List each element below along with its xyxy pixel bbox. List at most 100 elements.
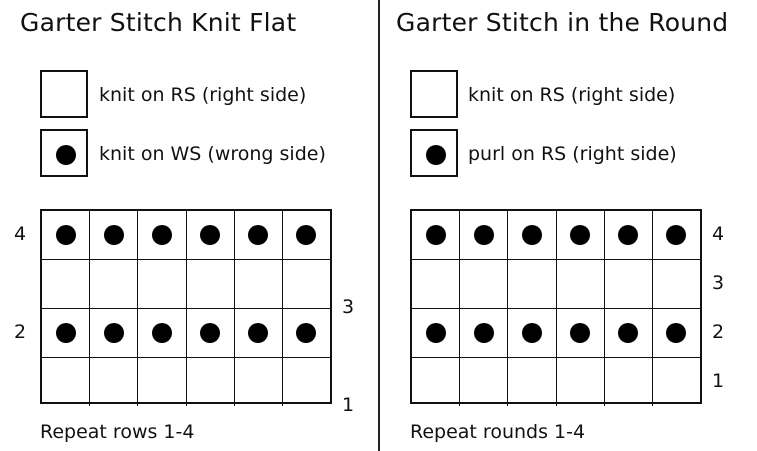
chart-cell-dot	[507, 211, 555, 259]
chart-cell-dot	[603, 309, 652, 357]
chart-cell-empty	[42, 260, 89, 308]
chart-cell-dot	[233, 309, 282, 357]
dot-icon	[425, 323, 446, 343]
row-number: 2	[711, 321, 725, 343]
chart-cell-empty	[555, 260, 604, 308]
legend-label-knit-rs: knit on RS (right side)	[468, 84, 676, 106]
dot-icon	[296, 323, 317, 343]
dot-icon	[426, 145, 446, 165]
chart-row	[412, 211, 700, 259]
dot-icon	[55, 323, 76, 343]
dot-icon	[151, 225, 172, 245]
row-number: 1	[711, 370, 725, 392]
row-number: 3	[341, 296, 355, 318]
chart-row	[42, 308, 330, 357]
dot-icon	[618, 225, 639, 245]
chart-row	[42, 357, 330, 406]
chart-cell-empty	[412, 260, 459, 308]
chart-cell-dot	[651, 211, 700, 259]
dot-icon	[55, 225, 76, 245]
dot-icon	[570, 323, 591, 343]
chart-cell-dot	[137, 309, 185, 357]
knit-flat-title: Garter Stitch Knit Flat	[20, 8, 297, 37]
dot-icon	[151, 323, 172, 343]
chart-cell-empty	[507, 358, 555, 406]
chart-cell-dot	[89, 309, 137, 357]
in-the-round-title: Garter Stitch in the Round	[396, 8, 729, 37]
chart-cell-empty	[459, 260, 507, 308]
chart-cell-dot	[555, 309, 604, 357]
chart-cell-empty	[555, 358, 604, 406]
dot-icon	[521, 323, 542, 343]
dot-icon	[248, 323, 269, 343]
legend-label-knit-ws: knit on WS (wrong side)	[99, 143, 326, 165]
legend-empty-symbol	[410, 70, 458, 118]
chart-cell-empty	[459, 358, 507, 406]
dot-icon	[666, 225, 687, 245]
chart-cell-dot	[603, 211, 652, 259]
chart-cell-empty	[603, 260, 652, 308]
chart-cell-empty	[281, 358, 330, 406]
chart-cell-dot	[42, 309, 89, 357]
row-number: 4	[711, 223, 725, 245]
chart-cell-dot	[89, 211, 137, 259]
dot-icon	[570, 225, 591, 245]
legend-label-knit-rs: knit on RS (right side)	[99, 84, 307, 106]
chart-cell-empty	[185, 358, 234, 406]
row-number: 2	[13, 321, 27, 343]
chart-cell-empty	[603, 358, 652, 406]
dot-icon	[473, 225, 494, 245]
legend-empty-symbol	[40, 70, 88, 118]
in-the-round-chart-grid	[410, 209, 702, 406]
dot-icon	[618, 323, 639, 343]
chart-cell-dot	[459, 309, 507, 357]
chart-cell-dot	[507, 309, 555, 357]
chart-row	[42, 211, 330, 259]
dot-icon	[296, 225, 317, 245]
chart-cell-empty	[137, 260, 185, 308]
chart-cell-dot	[651, 309, 700, 357]
chart-cell-empty	[651, 358, 700, 406]
chart-row	[412, 357, 700, 406]
chart-cell-dot	[185, 309, 234, 357]
chart-cell-empty	[507, 260, 555, 308]
chart-row	[42, 259, 330, 308]
dot-icon	[666, 323, 687, 343]
dot-icon	[200, 225, 221, 245]
dot-icon	[425, 225, 446, 245]
row-number: 4	[13, 223, 27, 245]
knit-flat-chart-grid	[40, 209, 332, 406]
dot-icon	[103, 323, 124, 343]
chart-cell-empty	[233, 358, 282, 406]
chart-cell-dot	[281, 211, 330, 259]
row-number: 3	[711, 272, 725, 294]
chart-cell-dot	[233, 211, 282, 259]
chart-row	[412, 308, 700, 357]
chart-cell-dot	[185, 211, 234, 259]
chart-cell-empty	[233, 260, 282, 308]
chart-cell-dot	[412, 211, 459, 259]
dot-icon	[248, 225, 269, 245]
chart-cell-empty	[42, 358, 89, 406]
in-the-round-panel: Garter Stitch in the Round knit on RS (r…	[379, 0, 757, 451]
dot-icon	[103, 225, 124, 245]
chart-cell-empty	[412, 358, 459, 406]
chart-cell-empty	[281, 260, 330, 308]
legend-dot-symbol	[410, 129, 458, 177]
chart-cell-empty	[89, 358, 137, 406]
dot-icon	[521, 225, 542, 245]
knit-flat-repeat-text: Repeat rows 1-4	[40, 421, 195, 443]
chart-cell-dot	[555, 211, 604, 259]
chart-row	[412, 259, 700, 308]
legend-label-purl-rs: purl on RS (right side)	[468, 143, 677, 165]
chart-cell-dot	[281, 309, 330, 357]
panel-divider	[378, 0, 380, 451]
chart-cell-empty	[651, 260, 700, 308]
chart-cell-dot	[137, 211, 185, 259]
in-the-round-repeat-text: Repeat rounds 1-4	[410, 421, 586, 443]
dot-icon	[56, 145, 76, 165]
dot-icon	[200, 323, 221, 343]
dot-icon	[473, 323, 494, 343]
chart-cell-dot	[42, 211, 89, 259]
knit-flat-panel: Garter Stitch Knit Flat knit on RS (righ…	[0, 0, 378, 451]
